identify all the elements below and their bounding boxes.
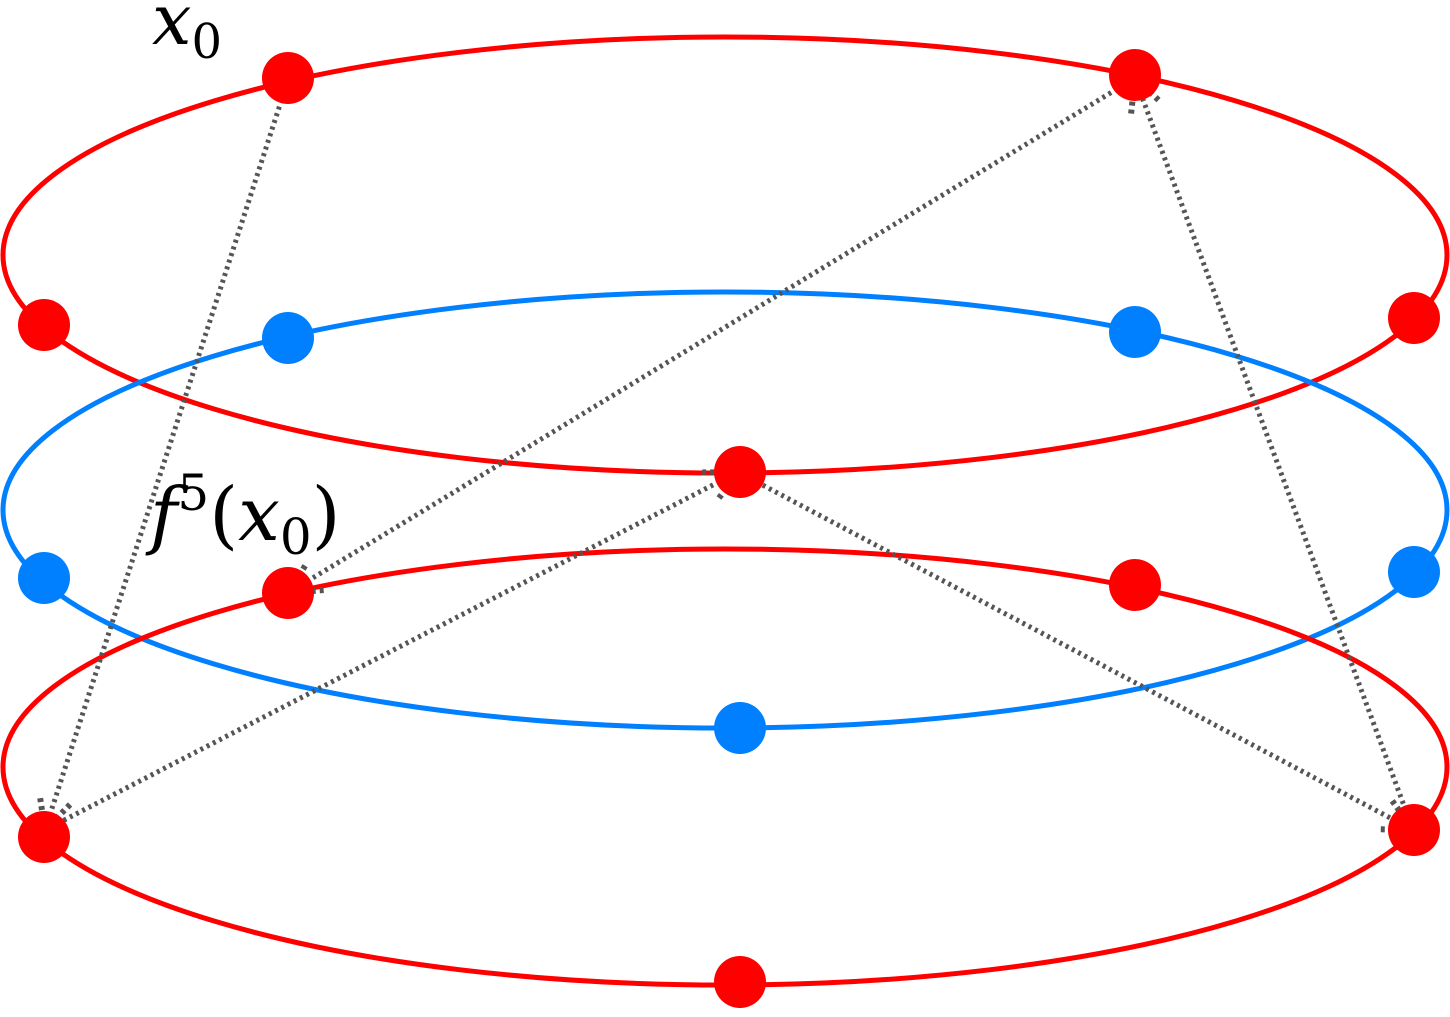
blue-orbit-point xyxy=(714,702,766,754)
label-f5-close: ) xyxy=(312,472,341,558)
orbit-point-x0 xyxy=(262,52,314,104)
orbit-point xyxy=(714,956,766,1008)
orbit-point xyxy=(714,446,766,498)
label-x0: x0 xyxy=(152,0,222,70)
blue-orbit-point xyxy=(262,312,314,364)
label-f5-x0: f5(x0) xyxy=(145,464,341,566)
blue-orbit-point xyxy=(1109,306,1161,358)
orbit-arrow-4 xyxy=(1135,78,1416,831)
orbit-point xyxy=(18,299,70,351)
top-red-ellipse xyxy=(0,34,1450,476)
orbit-point xyxy=(18,811,70,863)
orbit-arrow-3 xyxy=(736,469,1413,830)
label-x0-sub: 0 xyxy=(191,14,222,70)
label-f5-exp: 5 xyxy=(177,464,209,522)
label-f5-open: ( xyxy=(209,472,238,558)
orbit-point xyxy=(1109,49,1161,101)
label-f5-sub: 0 xyxy=(280,508,312,566)
label-f5-var: x xyxy=(238,472,280,558)
label-x0-var: x xyxy=(152,0,191,61)
orbit-arrow-5 xyxy=(288,75,1137,593)
orbit-arrow-2 xyxy=(43,472,738,833)
blue-orbit-point xyxy=(1388,546,1440,598)
bottom-red-ellipse xyxy=(0,546,1450,988)
orbit-point-f5x0 xyxy=(262,567,314,619)
orbit-arrow-1 xyxy=(45,79,291,830)
orbit-point xyxy=(1388,292,1440,344)
orbit-point xyxy=(1388,804,1440,856)
blue-orbit-point xyxy=(18,552,70,604)
orbit-point xyxy=(1109,559,1161,611)
